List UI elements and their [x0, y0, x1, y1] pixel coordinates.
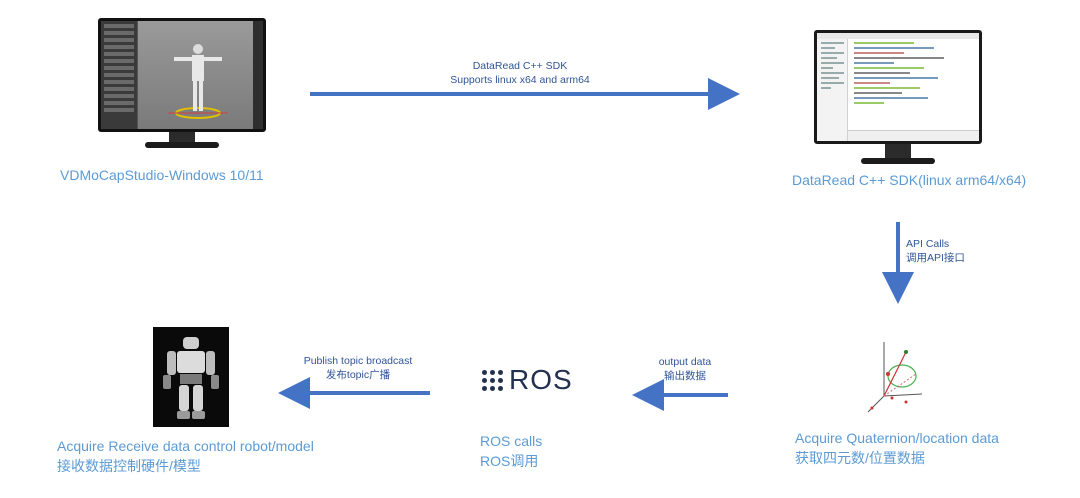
- robot-caption-en: Acquire Receive data control robot/model: [57, 438, 314, 454]
- edge-label-line2: Supports linux x64 and arm64: [450, 74, 590, 86]
- quaternion-caption-en: Acquire Quaternion/location data: [795, 430, 999, 446]
- edge-label-line2: 调用API接口: [906, 252, 965, 264]
- sdk-caption: DataRead C++ SDK(linux arm64/x64): [792, 172, 1027, 188]
- quaternion-caption: Acquire Quaternion/location data 获取四元数/位…: [795, 428, 999, 468]
- ros-caption-en: ROS calls: [480, 433, 543, 449]
- edge-label-line1: Publish topic broadcast: [303, 355, 413, 367]
- studio-caption: VDMoCapStudio-Windows 10/11: [60, 167, 264, 183]
- edge-label-line1: API Calls: [906, 238, 950, 250]
- edge-label-quaternion-to-ros: output data 输出数据: [642, 355, 728, 383]
- sdk-monitor-icon: [814, 30, 982, 164]
- robot-caption: Acquire Receive data control robot/model…: [57, 436, 314, 476]
- ros-logo-text: ROS: [509, 364, 573, 395]
- edge-label-line1: output data: [658, 356, 712, 368]
- edge-label-line2: 输出数据: [664, 370, 706, 382]
- edge-label-line1: DataRead C++ SDK: [472, 60, 568, 72]
- edge-label-studio-to-sdk: DataRead C++ SDK Supports linux x64 and …: [420, 59, 620, 87]
- ros-caption-cn: ROS调用: [480, 453, 539, 469]
- edge-label-line2: 发布topic广播: [325, 369, 391, 381]
- quaternion-caption-cn: 获取四元数/位置数据: [795, 450, 925, 466]
- edge-label-ros-to-robot: Publish topic broadcast 发布topic广播: [288, 354, 428, 382]
- robot-caption-cn: 接收数据控制硬件/模型: [57, 458, 201, 474]
- ros-dots-icon: [482, 369, 503, 391]
- humanoid-robot-icon: [153, 327, 229, 427]
- studio-monitor-icon: [98, 18, 266, 148]
- ros-caption: ROS calls ROS调用: [480, 431, 542, 471]
- edge-label-sdk-to-quaternion: API Calls 调用API接口: [906, 237, 965, 265]
- axis-3d-icon: [867, 342, 923, 413]
- ros-logo-icon: ROS: [482, 364, 573, 396]
